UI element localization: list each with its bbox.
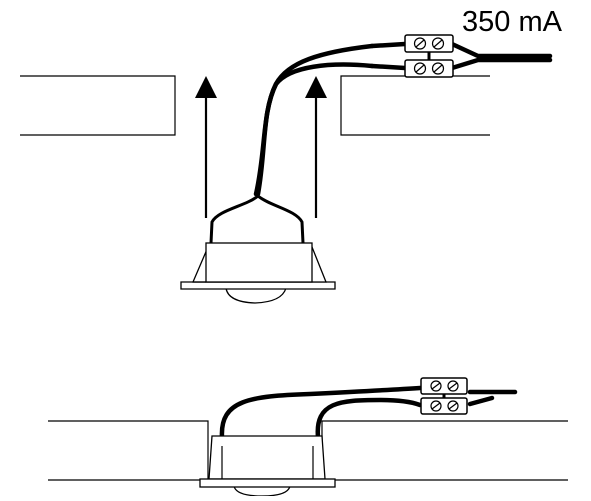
lamp-fixture-installed (199, 435, 336, 497)
ceiling-panel-left (20, 75, 176, 136)
connection-cable (209, 41, 408, 245)
supply-wire (449, 41, 553, 71)
lamp-fixture (180, 242, 336, 304)
step-installed (48, 377, 568, 497)
ceiling-panel-right (340, 75, 490, 136)
terminal-screws (413, 37, 445, 75)
step-insertion (20, 34, 553, 304)
terminal-block-installed (420, 377, 468, 415)
connection-cable-installed (219, 385, 518, 440)
current-rating-label: 350 mA (462, 6, 562, 38)
ceiling-panel-left-installed (48, 420, 209, 481)
insert-arrow-left (195, 76, 217, 218)
terminal-block (404, 34, 454, 78)
insert-arrow-right (305, 76, 327, 218)
ceiling-panel-right-installed (321, 420, 568, 481)
